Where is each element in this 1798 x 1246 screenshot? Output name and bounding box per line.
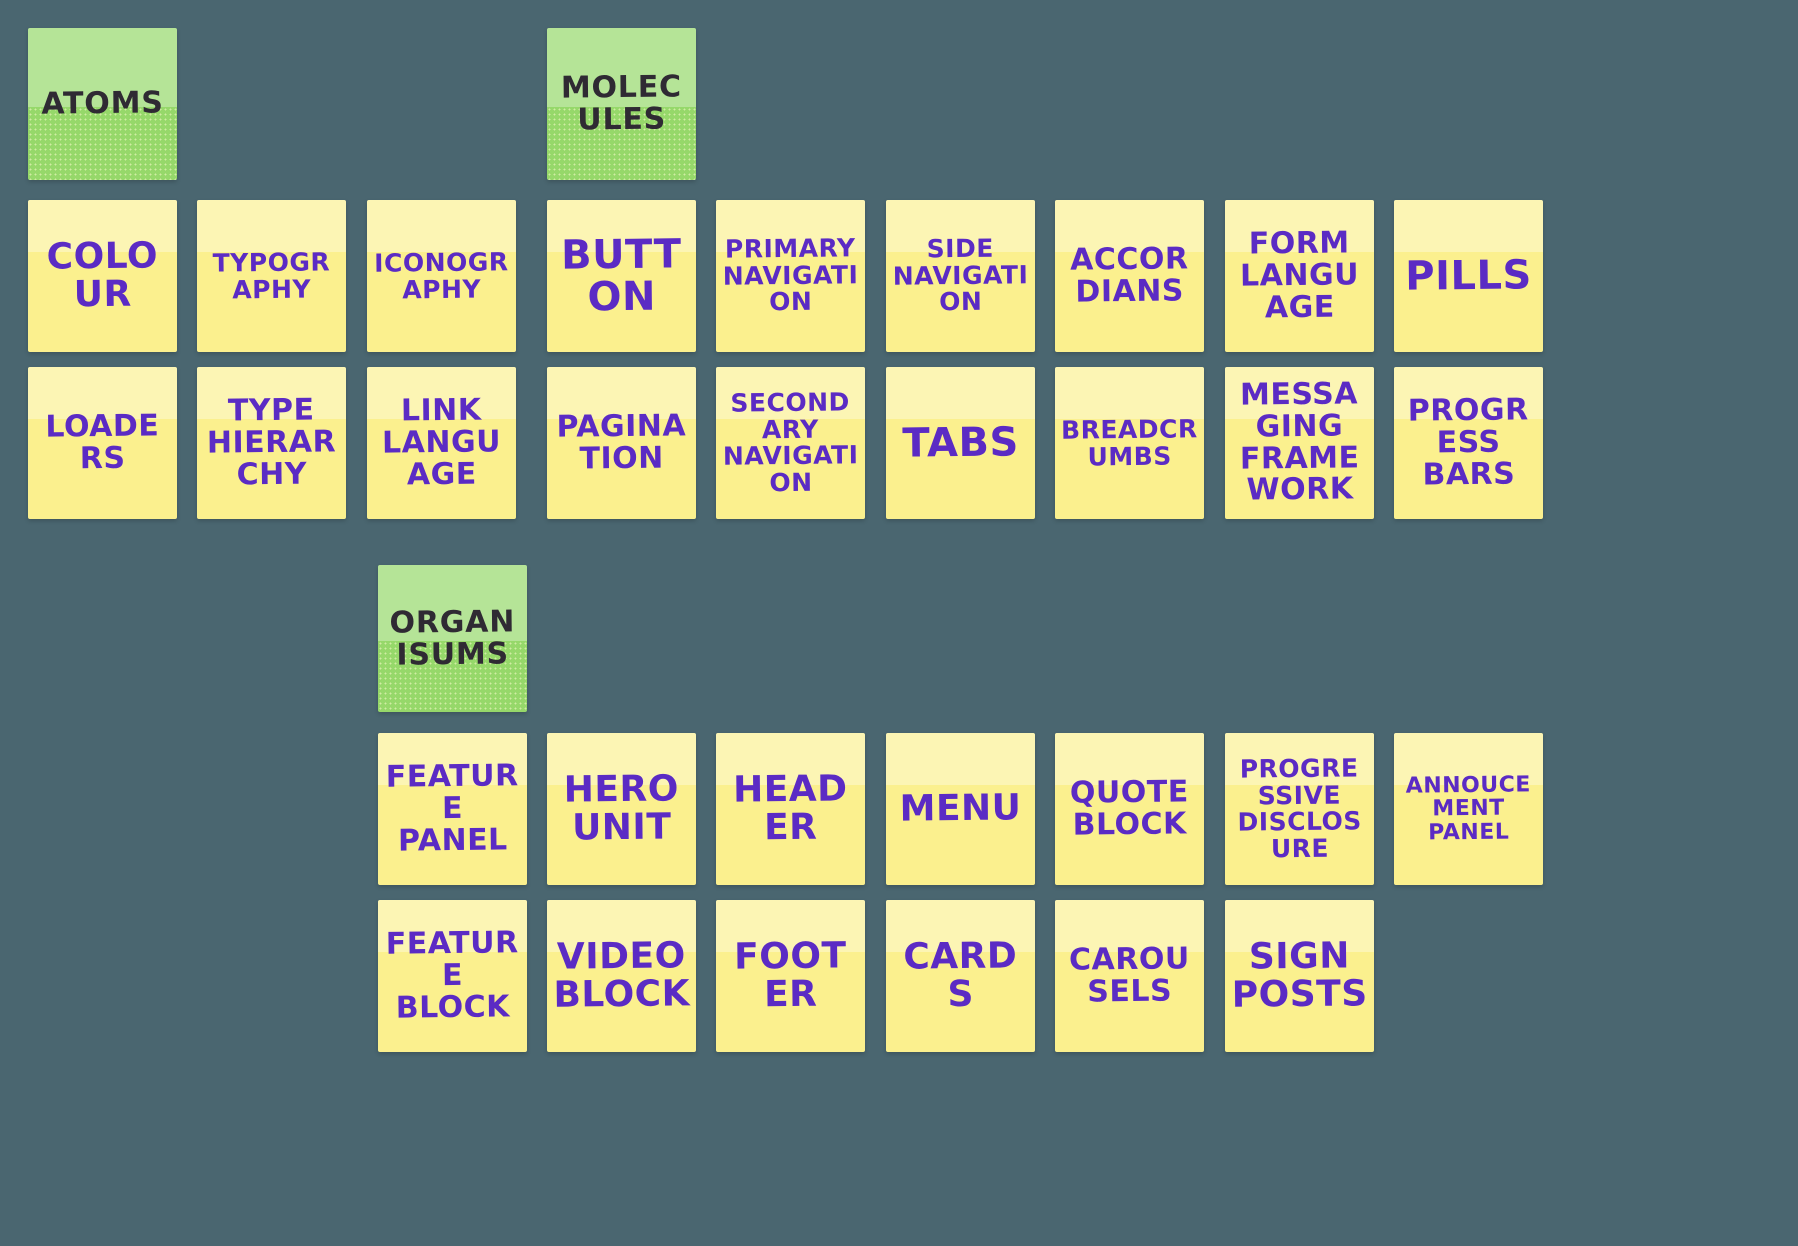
component-note-pills[interactable]: PILLS	[1394, 200, 1543, 352]
component-note-footer[interactable]: FOOTER	[716, 900, 865, 1052]
note-label: LINK LANGUAGE	[381, 392, 502, 493]
note-label: MESSAGING FRAMEWORK	[1239, 376, 1360, 509]
component-note-pagination[interactable]: PAGINATION	[547, 367, 696, 519]
component-note-link-language[interactable]: LINK LANGUAGE	[367, 367, 516, 519]
component-note-tabs[interactable]: TABS	[886, 367, 1035, 519]
component-note-side-navigation[interactable]: SIDE NAVIGATION	[886, 200, 1035, 352]
note-label: TYPOGRAPHY	[212, 246, 331, 304]
note-label: TABS	[902, 419, 1019, 467]
note-label: ICONOGRAPHY	[374, 246, 509, 304]
component-note-secondary-navigation[interactable]: SECONDARY NAVIGATION	[716, 367, 865, 519]
component-note-typography[interactable]: TYPOGRAPHY	[197, 200, 346, 352]
component-note-button[interactable]: BUTTON	[547, 200, 696, 352]
component-note-progressive-disclosure[interactable]: PROGRESSIVE DISCLOSURE	[1225, 733, 1374, 885]
category-note-atoms[interactable]: ATOMS	[28, 28, 177, 180]
note-label: ORGANISUMS	[389, 604, 516, 673]
component-note-messaging-framework[interactable]: MESSAGING FRAMEWORK	[1225, 367, 1374, 519]
component-note-hero-unit[interactable]: HERO UNIT	[547, 733, 696, 885]
component-note-header[interactable]: HEADER	[716, 733, 865, 885]
component-note-loaders[interactable]: LOADERS	[28, 367, 177, 519]
component-note-progress-bars[interactable]: PROGRESS BARS	[1394, 367, 1543, 519]
component-note-iconography[interactable]: ICONOGRAPHY	[367, 200, 516, 352]
component-note-colour[interactable]: COLOUR	[28, 200, 177, 352]
note-label: TYPE HIERARCHY	[206, 392, 337, 493]
note-label: PROGRESS BARS	[1407, 392, 1529, 493]
note-label: FEATURE PANEL	[385, 758, 519, 859]
note-label: FEATURE BLOCK	[385, 925, 519, 1026]
component-note-feature-panel[interactable]: FEATURE PANEL	[378, 733, 527, 885]
note-label: VIDEO BLOCK	[553, 935, 691, 1016]
note-label: SIDE NAVIGATION	[892, 233, 1029, 317]
component-note-sign-posts[interactable]: SIGN POSTS	[1225, 900, 1374, 1052]
component-note-annoucement-panel[interactable]: ANNOUCEMENT PANEL	[1394, 733, 1543, 885]
note-label: CAROUSELS	[1068, 941, 1190, 1010]
note-label: MOLECULES	[560, 69, 682, 138]
note-label: MENU	[899, 787, 1022, 830]
component-note-form-language[interactable]: FORM LANGUAGE	[1225, 200, 1374, 352]
component-note-primary-navigation[interactable]: PRIMARY NAVIGATION	[716, 200, 865, 352]
component-note-cards[interactable]: CARDS	[886, 900, 1035, 1052]
note-label: ANNOUCEMENT PANEL	[1405, 772, 1531, 846]
note-label: FORM LANGUAGE	[1239, 225, 1360, 326]
note-label: QUOTE BLOCK	[1069, 774, 1189, 843]
note-label: PRIMARY NAVIGATION	[722, 233, 859, 317]
note-label: ACCORDIANS	[1069, 241, 1189, 310]
component-note-quote-block[interactable]: QUOTE BLOCK	[1055, 733, 1204, 885]
note-label: PROGRESSIVE DISCLOSURE	[1237, 753, 1362, 863]
category-note-molecules[interactable]: MOLECULES	[547, 28, 696, 180]
note-label: BUTTON	[560, 230, 682, 321]
note-label: HERO UNIT	[563, 768, 680, 849]
component-note-video-block[interactable]: VIDEO BLOCK	[547, 900, 696, 1052]
note-label: PAGINATION	[556, 408, 687, 477]
note-label: BREADCRUMBS	[1060, 413, 1198, 471]
component-note-type-hierarchy[interactable]: TYPE HIERARCHY	[197, 367, 346, 519]
note-label: HEADER	[732, 768, 848, 849]
component-note-menu[interactable]: MENU	[886, 733, 1035, 885]
note-label: SECONDARY NAVIGATION	[722, 387, 859, 497]
note-label: FOOTER	[733, 935, 847, 1016]
component-note-breadcrumbs[interactable]: BREADCRUMBS	[1055, 367, 1204, 519]
note-label: SIGN POSTS	[1231, 935, 1368, 1016]
note-label: CARDS	[903, 935, 1018, 1016]
category-note-organisums[interactable]: ORGANISUMS	[378, 565, 527, 712]
note-label: COLOUR	[46, 235, 159, 316]
component-note-carousels[interactable]: CAROUSELS	[1055, 900, 1204, 1052]
component-note-accordians[interactable]: ACCORDIANS	[1055, 200, 1204, 352]
note-label: PILLS	[1405, 252, 1532, 300]
component-note-feature-block[interactable]: FEATURE BLOCK	[378, 900, 527, 1052]
note-label: LOADERS	[45, 408, 160, 477]
note-label: ATOMS	[41, 85, 164, 122]
